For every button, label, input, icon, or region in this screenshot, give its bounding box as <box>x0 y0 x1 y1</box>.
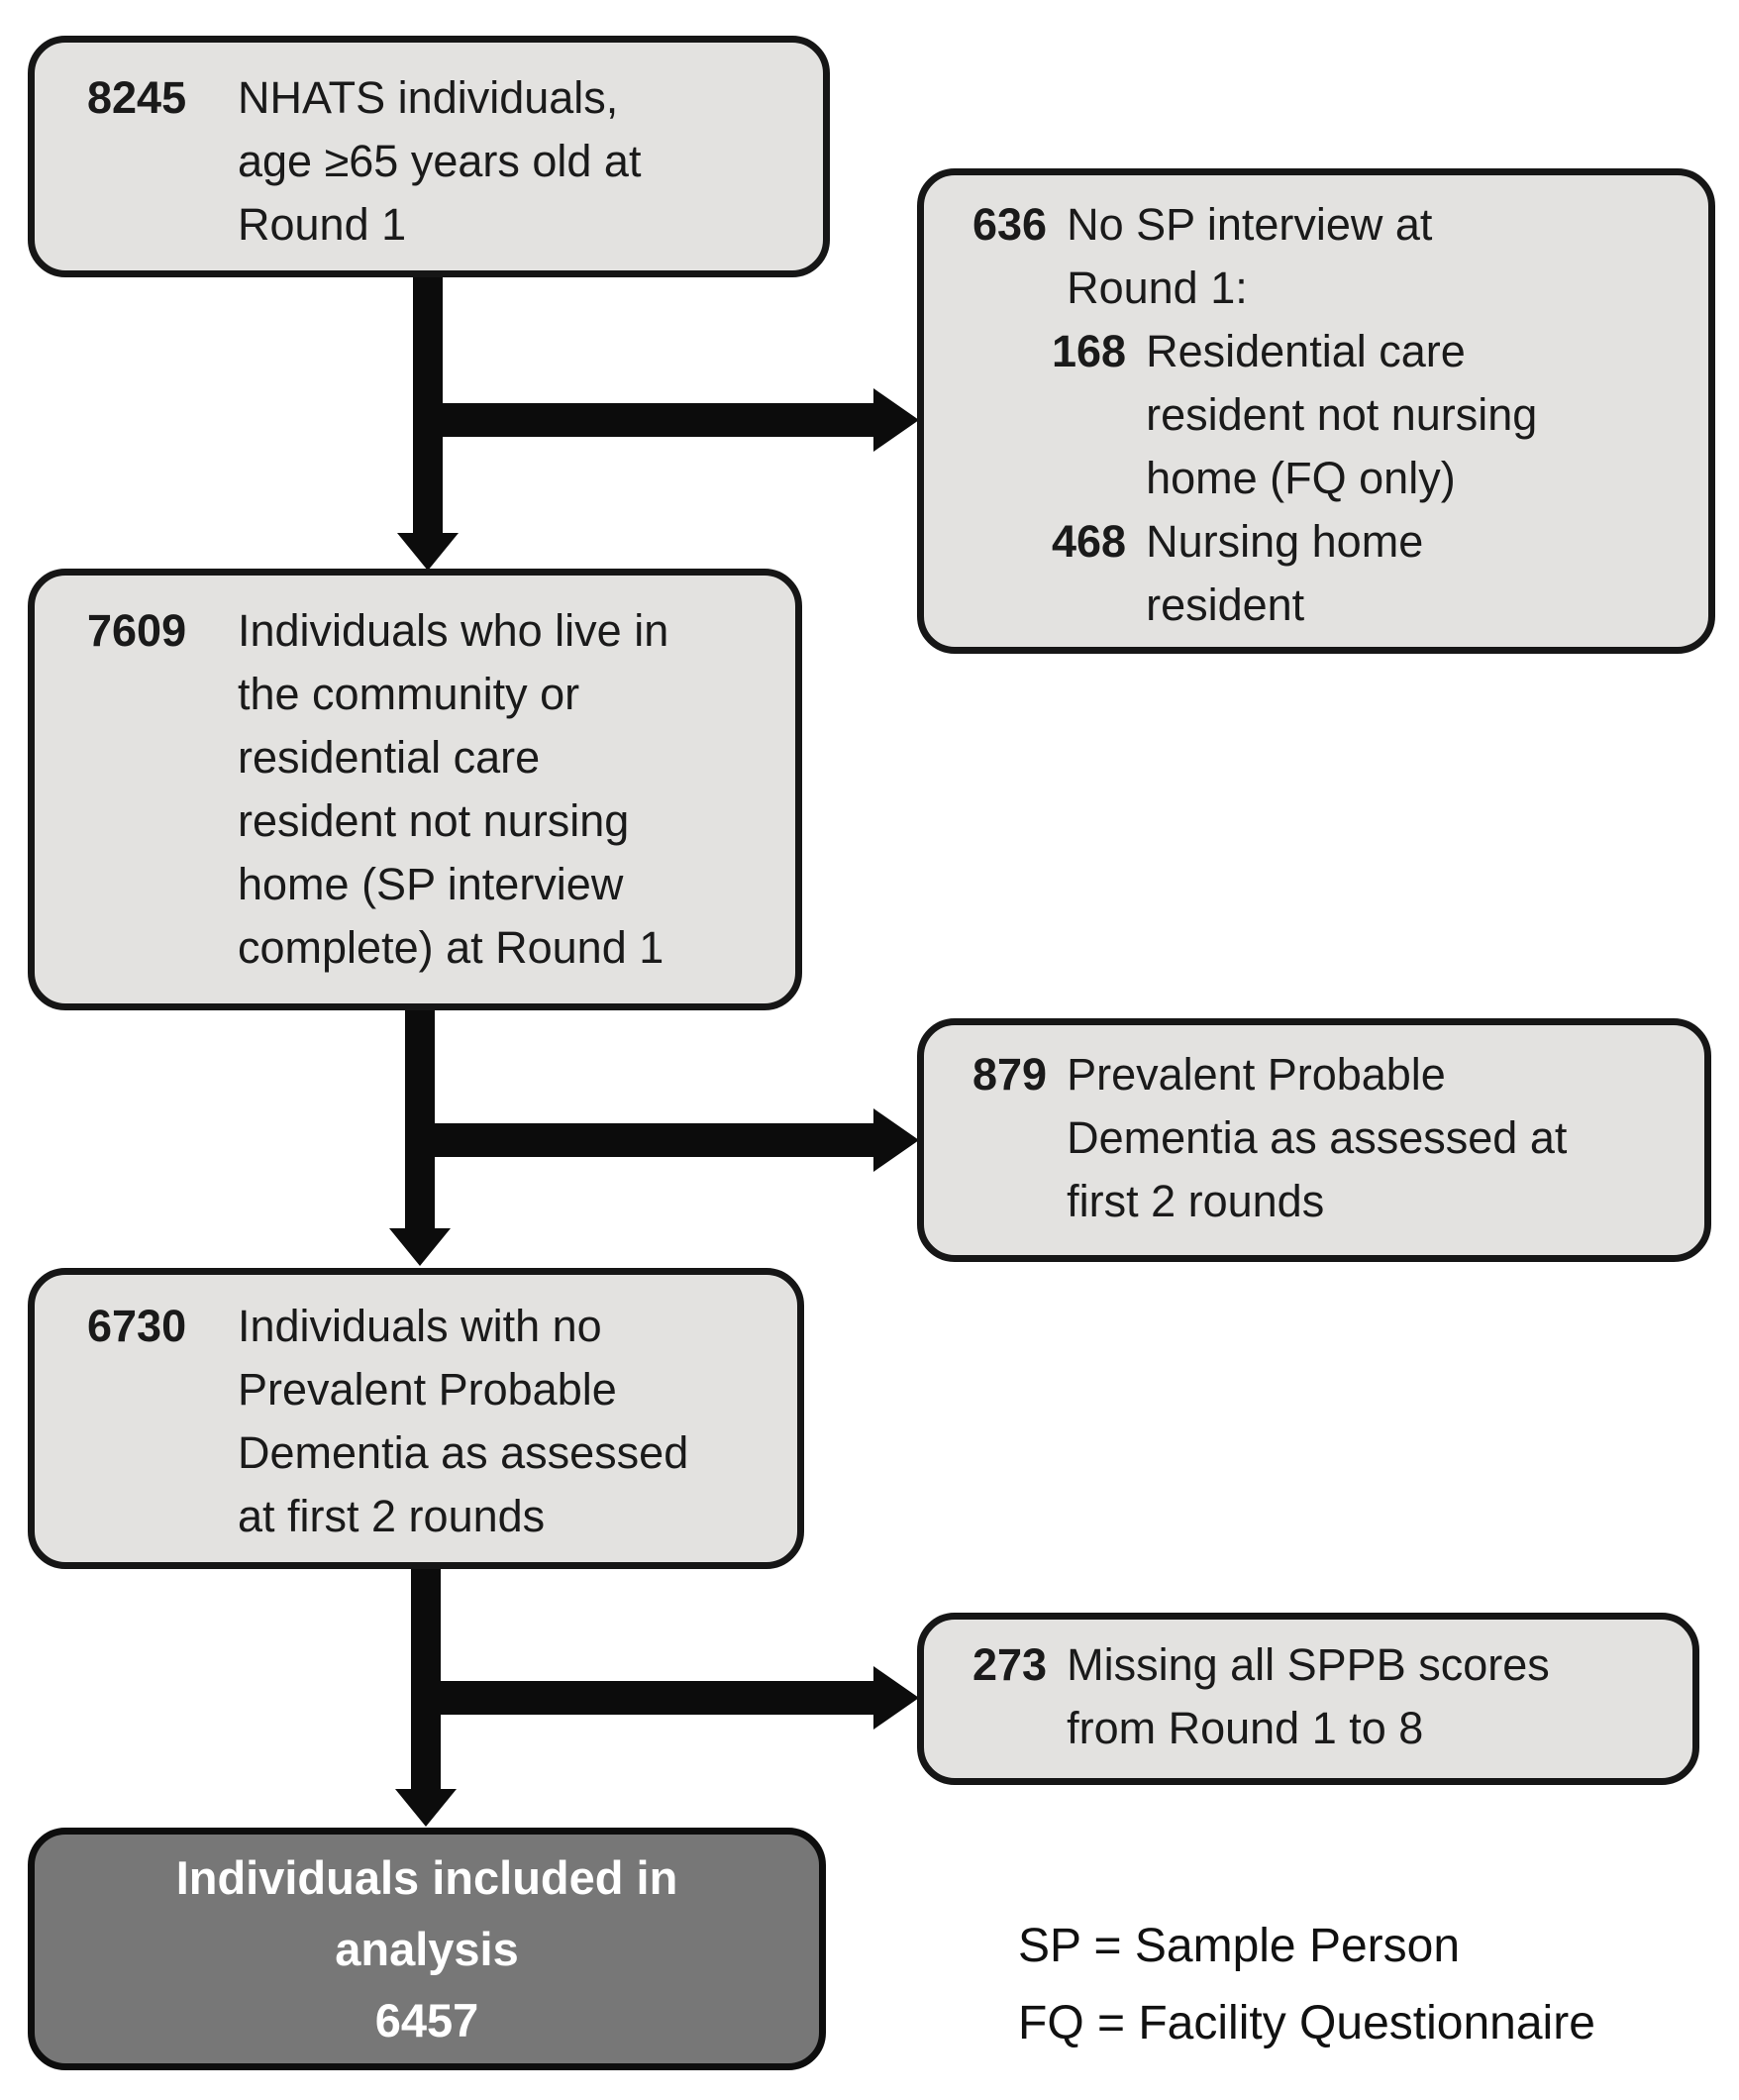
exclusion1-sub-item-residential: 168 Residential care resident not nursin… <box>1052 320 1679 510</box>
box-excluded-no-sp-interview: 636 No SP interview at Round 1: 168 Resi… <box>917 168 1715 654</box>
box-no-dementia: 6730 Individuals with no Prevalent Proba… <box>28 1268 804 1569</box>
label-residential-care: Residential care resident not nursing ho… <box>1146 326 1538 503</box>
arrow2-vertical-shaft <box>405 1006 435 1230</box>
arrow3-branch-shaft <box>411 1681 873 1715</box>
label-community-residents: Individuals who live in the community or… <box>238 605 669 973</box>
box-community-residents: 7609 Individuals who live in the communi… <box>28 569 802 1010</box>
label-nhats-total: NHATS individuals, age ≥65 years old at … <box>238 72 642 250</box>
arrow2-down-head-icon <box>389 1228 451 1266</box>
exclusion1-main-item: 636 No SP interview at Round 1: <box>972 193 1679 320</box>
label-no-sp-interview: No SP interview at Round 1: <box>1067 199 1433 313</box>
arrow3-down-head-icon <box>395 1789 457 1827</box>
arrow1-down-head-icon <box>397 533 459 571</box>
count-missing-sppb: 273 <box>972 1639 1048 1690</box>
count-nhats-total: 8245 <box>87 72 187 123</box>
legend-sp-definition: SP = Sample Person <box>1018 1920 1461 1972</box>
count-final-analysis: 6457 <box>374 1994 479 2047</box>
legend: SP = Sample Person FQ = Facility Questio… <box>1018 1908 1595 2062</box>
box-excluded-missing-sppb: 273 Missing all SPPB scores from Round 1… <box>917 1613 1699 1785</box>
arrow3-vertical-shaft <box>411 1565 441 1791</box>
label-prevalent-dementia: Prevalent Probable Dementia as assessed … <box>1067 1049 1568 1226</box>
label-final-analysis: Individuals included in analysis <box>175 1851 678 1975</box>
count-no-sp-interview: 636 <box>972 199 1048 250</box>
exclusion3-item: 273 Missing all SPPB scores from Round 1… <box>972 1633 1663 1760</box>
count-residential-care: 168 <box>1052 326 1127 376</box>
exclusion2-item: 879 Prevalent Probable Dementia as asses… <box>972 1043 1675 1233</box>
label-nursing-home: Nursing home resident <box>1146 516 1424 630</box>
arrow2-branch-shaft <box>405 1123 873 1157</box>
count-nursing-home: 468 <box>1052 516 1127 567</box>
arrow1-branch-shaft <box>413 403 873 437</box>
box-excluded-prevalent-dementia: 879 Prevalent Probable Dementia as asses… <box>917 1018 1711 1262</box>
legend-fq-definition: FQ = Facility Questionnaire <box>1018 1997 1595 2049</box>
box-nhats-total: 8245 NHATS individuals, age ≥65 years ol… <box>28 36 830 277</box>
count-prevalent-dementia: 879 <box>972 1049 1048 1100</box>
count-no-dementia: 6730 <box>87 1301 187 1351</box>
exclusion1-sub-item-nursing-home: 468 Nursing home resident <box>1052 510 1679 637</box>
label-no-dementia: Individuals with no Prevalent Probable D… <box>238 1301 689 1541</box>
arrow3-right-head-icon <box>873 1666 919 1730</box>
box-final-analysis: Individuals included in analysis 6457 <box>28 1828 826 2070</box>
arrow1-right-head-icon <box>873 388 919 452</box>
label-missing-sppb: Missing all SPPB scores from Round 1 to … <box>1067 1639 1550 1753</box>
arrow2-right-head-icon <box>873 1108 919 1172</box>
count-community-residents: 7609 <box>87 605 187 656</box>
